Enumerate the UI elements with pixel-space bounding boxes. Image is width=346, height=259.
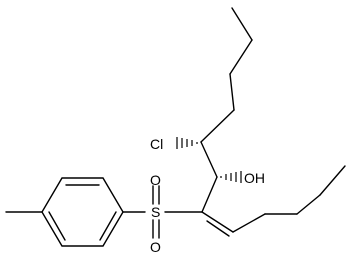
sulfur-label: S [151, 204, 160, 220]
alkene-double-bond [201, 211, 234, 237]
oxygen-bottom-label: O [150, 239, 161, 255]
chlorine-hashed-wedge [176, 137, 198, 149]
toluene-ring [41, 177, 124, 247]
lower-butyl-chain [232, 165, 346, 233]
oxygen-top-label: O [150, 172, 161, 188]
chlorine-label: Cl [150, 136, 163, 152]
backbone-bonds [200, 141, 218, 213]
sulfonyl-oxygen-bonds [152, 185, 160, 239]
hydroxyl-hashed-wedge [220, 171, 242, 183]
upper-butyl-chain [200, 7, 253, 143]
hydroxyl-label: OH [244, 170, 265, 186]
